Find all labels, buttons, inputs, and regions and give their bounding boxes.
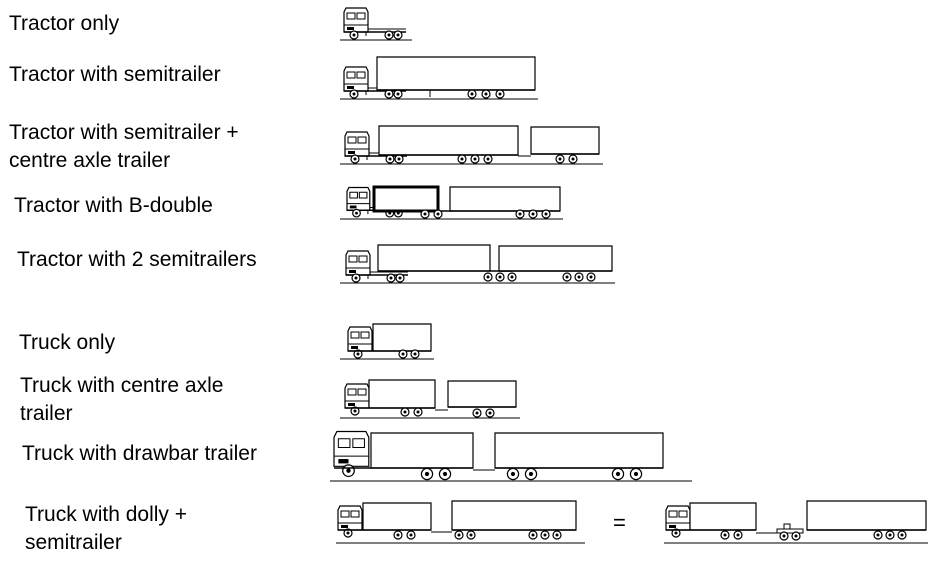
vehicle-truck-drawbar [330, 430, 692, 482]
label-line: centre axle trailer [9, 149, 171, 172]
label-line: Tractor with semitrailer + [9, 121, 239, 144]
row-label-truck-only: Truck only [19, 329, 115, 357]
vehicle-tractor-2-semitrailers [340, 245, 615, 283]
row-label-truck-centre-axle: Truck with centre axle trailer [20, 372, 223, 428]
vehicle-tractor-only [340, 7, 412, 40]
equals-sign: = [613, 510, 626, 535]
label-line: Tractor with B-double [14, 194, 213, 217]
row-label-tractor-semitrailer: Tractor with semitrailer [9, 61, 221, 89]
label-line: Tractor with semitrailer [9, 63, 221, 86]
label-line: Truck with centre axle [20, 374, 224, 397]
row-label-truck-dolly-semitrailer: Truck with dolly + semitrailer [25, 501, 187, 557]
label-line: Truck with dolly + [25, 503, 188, 526]
label-line: Truck with drawbar trailer [22, 442, 257, 465]
label-line: Tractor with 2 semitrailers [17, 248, 257, 271]
row-label-tractor-2-semitrailers: Tractor with 2 semitrailers [17, 246, 257, 274]
vehicle-truck-only [340, 324, 434, 359]
label-line: Tractor only [9, 12, 120, 35]
vehicle-tractor-semitrailer [340, 57, 538, 99]
vehicle-tractor-semitrailer-centre-axle [340, 126, 603, 164]
vehicle-truck-dolly-semitrailer-equivalent [664, 501, 928, 543]
vehicle-truck-dolly-semitrailer [336, 501, 585, 543]
row-label-tractor-only: Tractor only [9, 10, 119, 38]
label-line: semitrailer [25, 531, 122, 554]
row-label-tractor-semitrailer-centre-axle: Tractor with semitrailer + centre axle t… [9, 119, 239, 175]
vehicle-tractor-b-double [340, 187, 563, 219]
row-label-tractor-b-double: Tractor with B-double [14, 192, 213, 220]
vehicle-truck-centre-axle [340, 380, 520, 418]
label-line: Truck only [19, 331, 116, 354]
row-label-truck-drawbar: Truck with drawbar trailer [22, 440, 257, 468]
label-line: trailer [20, 402, 73, 425]
